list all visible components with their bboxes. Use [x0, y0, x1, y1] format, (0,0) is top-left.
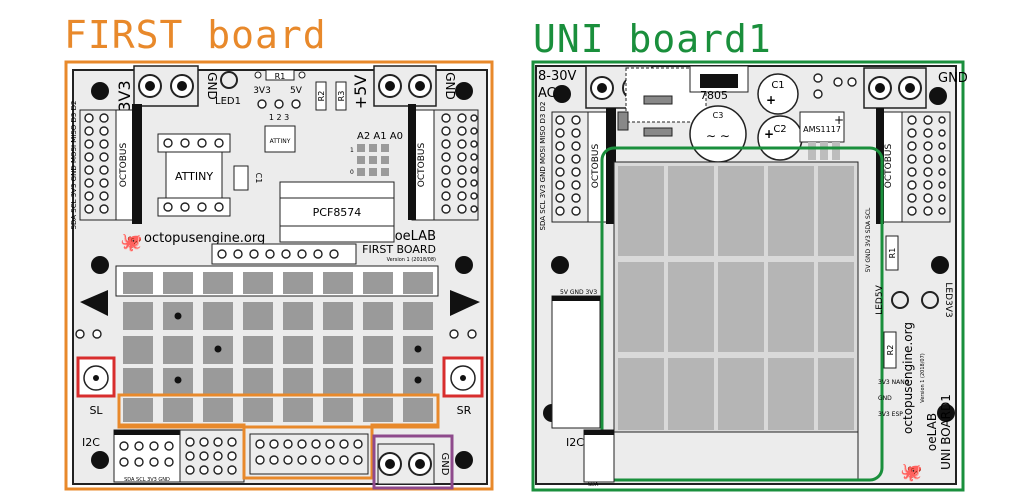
label-one: 1	[350, 147, 354, 154]
label-5v: +5V	[351, 75, 370, 110]
label-attiny: ATTINY	[175, 170, 213, 183]
label-ac: AC	[538, 86, 556, 101]
label-jp-5v: 5V	[290, 86, 303, 96]
label-led3v3: LED3V3	[943, 282, 953, 317]
label-7805: 7805	[700, 89, 728, 102]
label-r3: R3	[337, 91, 346, 102]
uni-label-r1: R1	[888, 248, 897, 259]
label-addr: A2 A1 A0	[357, 131, 403, 142]
label-8-30v: 8-30V	[538, 69, 577, 84]
r1-resistor	[265, 69, 295, 81]
label-bottom-pins: SDA SCL 3V3 GND	[124, 477, 170, 483]
uni-label-sda: SDA	[588, 482, 599, 488]
first-board-outline	[64, 60, 494, 491]
uni-left-pin-labels: SDA SCL 3V3 GND MOSI MISO D3 D2	[539, 102, 547, 231]
uni-label-octobus-right: OCTOBUS	[884, 144, 894, 189]
label-c3: C3	[713, 111, 724, 120]
addr-pads	[357, 144, 389, 176]
uni-board-outline	[531, 60, 965, 492]
matrix-dots	[174, 312, 422, 384]
led-matrix	[123, 272, 433, 422]
led3v3-icon	[921, 291, 939, 309]
label-first-board: FIRST BOARD	[362, 243, 436, 256]
power-terminal-highlight	[372, 434, 454, 490]
uni-label-octobus-left: OCTOBUS	[591, 144, 601, 189]
label-pwr-cols: 5V GND 3V3	[560, 289, 597, 296]
jumper-pads	[257, 99, 301, 109]
proto-bottom-strip	[613, 431, 859, 481]
label-jp-3v3: 3V3	[253, 86, 271, 96]
label-led5v: LED5V	[875, 284, 885, 314]
label-gnd-top: GND	[205, 72, 219, 100]
arrow-right-icon	[450, 290, 480, 316]
attiny-small-chip	[264, 125, 296, 153]
svg-text:∼ ∼: ∼ ∼	[706, 129, 730, 143]
pcf8574-chip	[279, 181, 395, 243]
label-sl: SL	[89, 404, 103, 417]
label-oelab: oeLAB	[395, 229, 436, 244]
uni-label-url: octopusengine.org	[901, 322, 915, 434]
highlight-bottom-row	[117, 393, 440, 429]
label-3v3-nano: 3V3 NANO	[878, 379, 910, 386]
mount-holes	[91, 82, 473, 469]
highlight-bottom-outline	[118, 423, 438, 480]
led5v-icon	[891, 291, 909, 309]
svg-text:+: +	[766, 93, 776, 107]
i2c-header	[113, 429, 181, 483]
label-gnd-side: GND	[878, 395, 892, 402]
svg-text:+: +	[764, 127, 774, 141]
label-c1: C1	[254, 173, 263, 184]
cap-c1	[757, 73, 799, 115]
led1-icon	[220, 71, 238, 89]
label-c1: C1	[771, 80, 784, 91]
uni-label-r2: R2	[886, 345, 895, 356]
label-side-pins: 5V GND 3V3 SDA SCL	[865, 207, 872, 272]
label-jp-nums: 1 2 3	[269, 113, 289, 122]
label-sr: SR	[457, 404, 472, 417]
label-octobus-left: OCTOBUS	[119, 143, 129, 188]
uni-label-oelab: oeLAB	[925, 413, 939, 451]
uni-label-version: Version 1 (2018/07)	[920, 353, 926, 402]
label-url: octopusengine.org	[144, 231, 265, 246]
label-octobus-right: OCTOBUS	[417, 143, 427, 188]
label-i2c: I2C	[82, 436, 100, 449]
label-ams: AMS1117	[803, 125, 841, 134]
proto-grid	[618, 166, 854, 430]
label-3v3-esp: 3V3 ESP	[878, 411, 903, 418]
top-terminal	[133, 65, 199, 107]
label-version: Version 1 (2018/08)	[387, 257, 436, 263]
label-gnd-right: GND	[443, 72, 457, 100]
first-board: 3V3 GND LED1 R1 3V3 5V 1 2 3 ATTINY R2 R…	[64, 60, 494, 491]
label-r2: R2	[317, 91, 326, 102]
label-r1: R1	[275, 72, 286, 81]
uni-board: 8-30V AC 7805 C1 + C3 ∼ ∼ C2 + AMS1117 +	[531, 60, 968, 492]
uni-board-title: UNI board1	[533, 17, 772, 61]
uni-label-i2c: I2C	[566, 436, 584, 449]
right-header	[408, 104, 479, 221]
octopus-logo-icon: 🐙	[120, 232, 142, 253]
attiny-socket	[157, 133, 231, 217]
label-gnd-bottom: GND	[439, 453, 450, 476]
right-terminal	[373, 65, 437, 107]
left-header-pins	[84, 113, 109, 214]
arrow-left-icon	[80, 290, 108, 316]
svg-text:+: +	[834, 113, 844, 127]
first-board-title: FIRST board	[64, 13, 327, 57]
left-header	[79, 104, 142, 224]
label-attiny-small: ATTINY	[270, 138, 291, 145]
label-gnd: GND	[938, 71, 968, 86]
label-pcf8574: PCF8574	[313, 206, 362, 219]
display-connector-pins	[217, 249, 339, 259]
label-led1: LED1	[215, 96, 241, 107]
uni-label-board: UNI BOARD1	[939, 394, 953, 470]
right-header-pins	[441, 113, 478, 214]
proto-area-highlight	[600, 146, 884, 482]
label-3v3: 3V3	[115, 80, 134, 111]
label-zero: 0	[350, 169, 354, 176]
uni-octopus-logo-icon: 🐙	[900, 462, 922, 483]
left-pin-labels: SDA SCL 3V3 GND MOSI MISO D3 D2	[70, 101, 78, 230]
label-c2: C2	[773, 124, 786, 135]
ams1117-chip	[799, 111, 845, 143]
